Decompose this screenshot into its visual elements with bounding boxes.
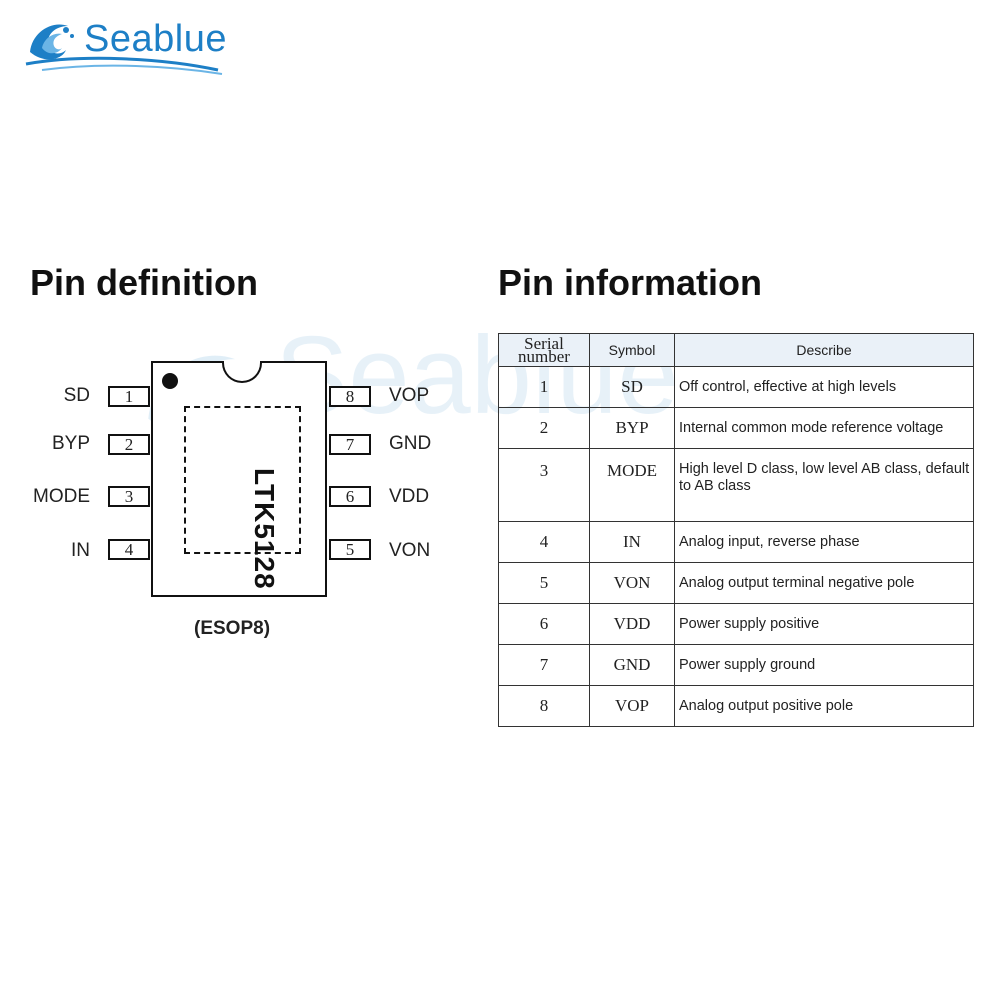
brand-logo: Seablue — [22, 8, 252, 78]
row-desc: Power supply ground — [674, 644, 974, 686]
row-symbol: MODE — [589, 448, 675, 522]
row-desc: Off control, effective at high levels — [674, 366, 974, 408]
row-symbol: VOP — [589, 685, 675, 727]
header-serial-number: Serial number — [498, 333, 590, 367]
row-num: 3 — [498, 448, 590, 522]
pin-2-box: 2 — [108, 434, 150, 455]
row-num: 6 — [498, 603, 590, 645]
pin-label-sd: SD — [63, 385, 90, 406]
pin-5-box: 5 — [329, 539, 371, 560]
package-label: (ESOP8) — [194, 618, 271, 639]
row-symbol: VON — [589, 562, 675, 604]
row-num: 8 — [498, 685, 590, 727]
row-num: 5 — [498, 562, 590, 604]
row-num: 7 — [498, 644, 590, 686]
row-symbol: BYP — [589, 407, 675, 449]
chip-name: LTK5128 — [249, 468, 280, 590]
row-desc: Power supply positive — [674, 603, 974, 645]
table-row: 8 VOP Analog output positive pole — [498, 685, 974, 727]
pin-label-mode: MODE — [33, 486, 90, 507]
row-num: 4 — [498, 521, 590, 563]
pin-6-box: 6 — [329, 486, 371, 507]
pin-information-title: Pin information — [498, 262, 762, 303]
row-symbol: GND — [589, 644, 675, 686]
chip-body: LTK5128 — [151, 361, 327, 597]
pin-label-byp: BYP — [51, 433, 90, 454]
row-desc: Internal common mode reference voltage — [674, 407, 974, 449]
table-header-row: Serial number Symbol Describe — [498, 333, 974, 367]
row-desc: Analog output terminal negative pole — [674, 562, 974, 604]
table-row: 1 SD Off control, effective at high leve… — [498, 366, 974, 408]
pin-information-table: Serial number Symbol Describe 1 SD Off c… — [498, 333, 974, 727]
row-desc: High level D class, low level AB class, … — [674, 448, 974, 522]
chip-notch — [222, 361, 262, 383]
logo-swoosh-icon — [25, 56, 223, 75]
table-row: 6 VDD Power supply positive — [498, 603, 974, 645]
pin-7-box: 7 — [329, 434, 371, 455]
exposed-pad-outline: LTK5128 — [184, 406, 301, 590]
table-row: 3 MODE High level D class, low level AB … — [498, 448, 974, 522]
table-row: 4 IN Analog input, reverse phase — [498, 521, 974, 563]
pin-4-box: 4 — [108, 539, 150, 560]
pin-1-box: 1 — [108, 386, 150, 407]
row-symbol: SD — [589, 366, 675, 408]
pin-8-box: 8 — [329, 386, 371, 407]
row-num: 2 — [498, 407, 590, 449]
table-row: 2 BYP Internal common mode reference vol… — [498, 407, 974, 449]
row-symbol: IN — [589, 521, 675, 563]
header-symbol: Symbol — [589, 333, 675, 367]
table-row: 5 VON Analog output terminal negative po… — [498, 562, 974, 604]
header-describe: Describe — [674, 333, 974, 367]
row-desc: Analog output positive pole — [674, 685, 974, 727]
pin-definition-title: Pin definition — [30, 262, 258, 303]
pin-label-vdd: VDD — [389, 486, 430, 507]
pin-3-box: 3 — [108, 486, 150, 507]
pin1-marker-dot — [162, 373, 178, 389]
chip-diagram: LTK5128 1 2 3 4 SD BYP MODE IN 8 7 6 5 V… — [0, 350, 480, 650]
row-num: 1 — [498, 366, 590, 408]
pin-label-in: IN — [71, 540, 90, 561]
wave-logo-icon — [30, 24, 74, 60]
pin-label-vop: VOP — [389, 385, 430, 406]
pin-label-gnd: GND — [389, 433, 432, 454]
logo-text: Seablue — [84, 18, 227, 60]
pin-label-von: VON — [389, 540, 431, 561]
row-desc: Analog input, reverse phase — [674, 521, 974, 563]
row-symbol: VDD — [589, 603, 675, 645]
table-row: 7 GND Power supply ground — [498, 644, 974, 686]
